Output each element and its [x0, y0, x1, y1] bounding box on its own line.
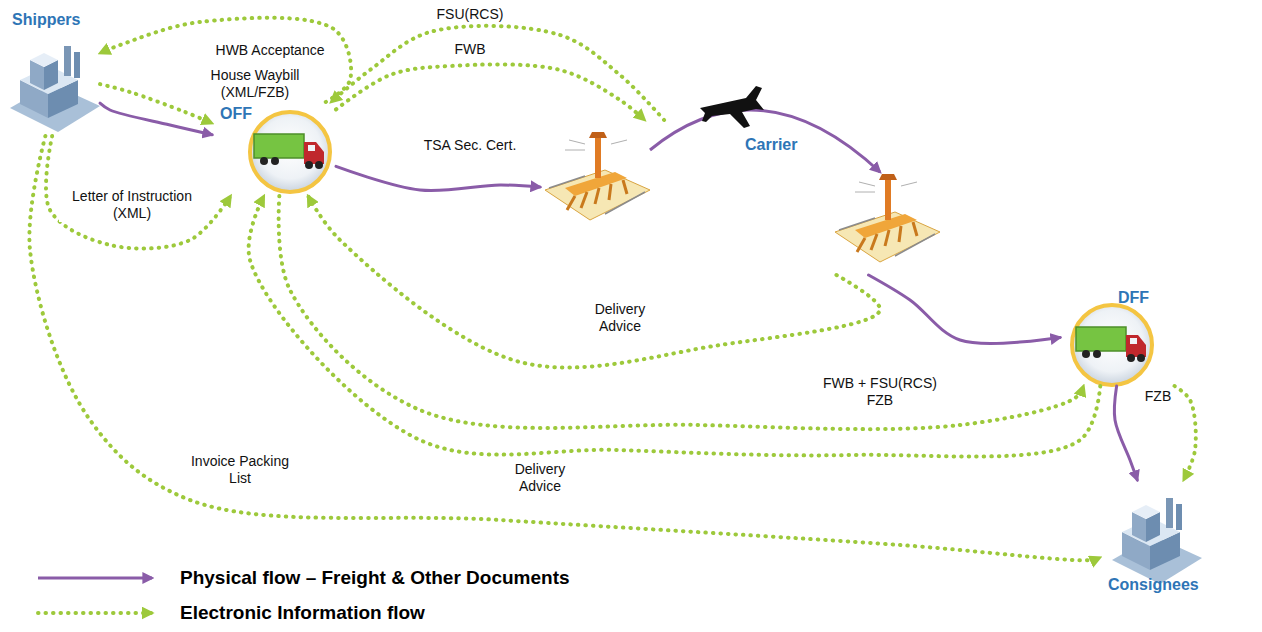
flow-label: FZB [1142, 388, 1174, 405]
node-label: Shippers [12, 10, 80, 29]
physical-flow [336, 166, 540, 190]
flow-label: House Waybill (XML/FZB) [192, 67, 318, 101]
flow-label: Delivery Advice [582, 301, 658, 335]
electronic-flow [336, 64, 645, 120]
flow-label: FWB + FSU(RCS) FZB [815, 375, 946, 409]
shipper-node: Shippers [8, 8, 100, 136]
electronic-flow [249, 196, 1101, 457]
forwarder-node: OFF [212, 102, 336, 196]
carrier-region: Carrier [540, 120, 940, 275]
node-label: Carrier [745, 135, 797, 154]
physical-flow [869, 275, 1060, 343]
legend-text: Electronic Information flow [180, 602, 425, 624]
destination-airport [835, 174, 940, 262]
airplane-icon [700, 86, 764, 128]
flow-label: Letter of Instruction (XML) [59, 188, 205, 222]
legend-electronic-sample [38, 611, 152, 615]
flow-label: Invoice Packing List [187, 453, 293, 487]
forwarder-node: DFF [1060, 286, 1178, 386]
consignee-factory [1112, 498, 1202, 584]
flight-path [650, 110, 880, 172]
node-label: OFF [220, 104, 252, 123]
flow-label: HWB Acceptance [213, 42, 328, 59]
electronic-flow [46, 136, 231, 249]
consignee-node: Consignees [1100, 480, 1220, 605]
flow-label: Delivery Advice [502, 461, 578, 495]
electronic-flow [29, 136, 1100, 560]
electronic-flow [100, 18, 351, 102]
physical-flow [100, 103, 212, 134]
flow-label: TSA Sec. Cert. [421, 137, 520, 154]
electronic-flow [279, 196, 1084, 429]
electronic-flow [331, 26, 664, 120]
dff-truck [1072, 305, 1152, 385]
physical-flow [1114, 386, 1137, 480]
shipper-factory [10, 46, 100, 132]
legend-physical-sample [38, 577, 152, 580]
electronic-flow [308, 196, 880, 368]
origin-airport [545, 132, 650, 220]
off-truck [250, 112, 330, 192]
legend-text: Physical flow – Freight & Other Document… [180, 567, 570, 589]
node-label: Consignees [1108, 575, 1199, 594]
flow-label: FWB [451, 41, 488, 58]
flow-label: FSU(RCS) [434, 6, 507, 23]
node-label: DFF [1118, 288, 1149, 307]
electronic-flow [1174, 386, 1195, 480]
